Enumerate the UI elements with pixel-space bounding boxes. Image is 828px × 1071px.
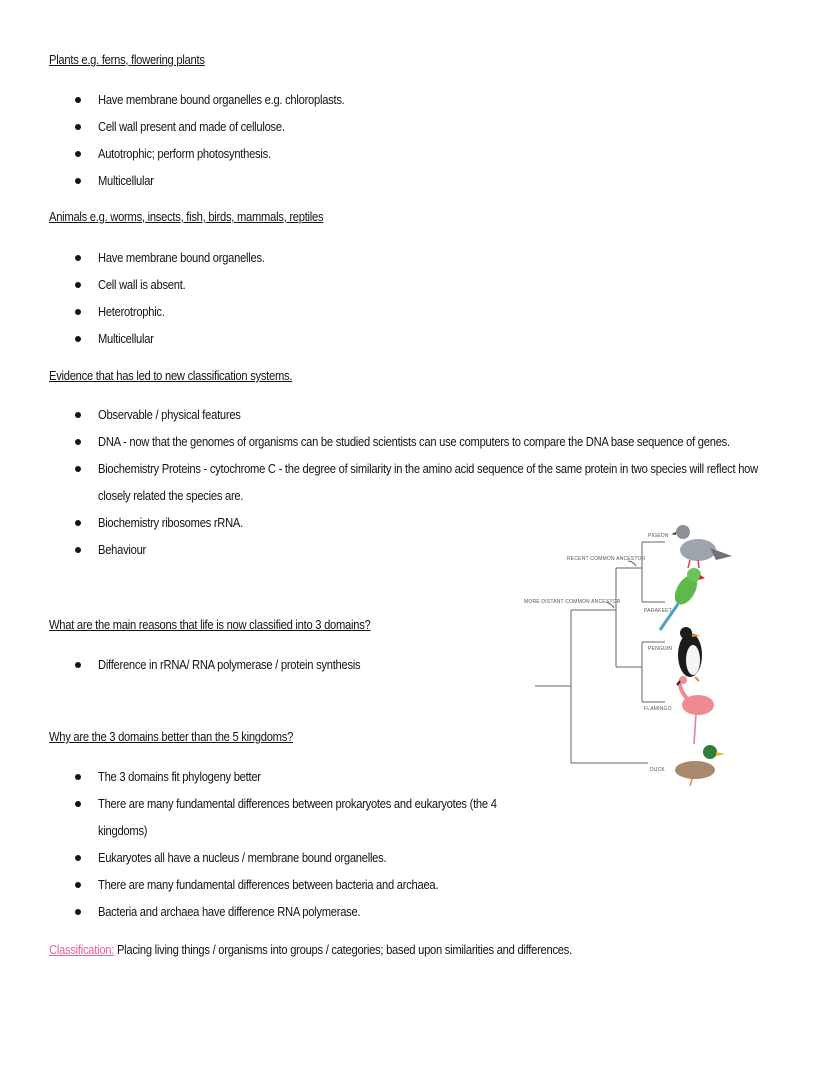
- bird-label-penguin: PENGUIN: [648, 646, 672, 652]
- list-item: Have membrane bound organelles.: [0, 244, 292, 271]
- better-list: The 3 domains fit phylogeny better There…: [0, 763, 562, 925]
- list-item-continued: closely related the species are.: [98, 488, 244, 503]
- reasons-list: Difference in rRNA/ RNA polymerase / pro…: [0, 651, 403, 678]
- classification-definition: Classification: Placing living things / …: [49, 942, 572, 957]
- penguin-illustration: [678, 627, 702, 682]
- list-item: There are many fundamental differences b…: [0, 871, 562, 898]
- bird-label-pigeon: PIGEON: [648, 533, 669, 539]
- definition-term: Classification:: [49, 942, 115, 957]
- list-item: The 3 domains fit phylogeny better: [0, 763, 562, 790]
- bird-label-parakeet: PARAKEET: [644, 608, 672, 614]
- plants-heading: Plants e.g. ferns, flowering plants: [49, 52, 205, 67]
- tree-branches: [535, 541, 665, 764]
- list-item: Heterotrophic.: [0, 298, 292, 325]
- list-item: Autotrophic; perform photosynthesis.: [0, 140, 385, 167]
- phylogenetic-tree: RECENT COMMON ANCESTOR MORE DISTANT COMM…: [524, 525, 732, 787]
- bird-label-flamingo: FLAMINGO: [644, 706, 672, 712]
- list-item: Biochemistry Proteins - cytochrome C - t…: [0, 455, 828, 482]
- duck-illustration: [675, 745, 725, 787]
- pigeon-illustration: [671, 525, 732, 569]
- flamingo-illustration: [676, 676, 714, 745]
- distant-ancestor-label: MORE DISTANT COMMON ANCESTOR: [524, 599, 621, 605]
- evidence-heading: Evidence that has led to new classificat…: [49, 368, 293, 383]
- list-item: Observable / physical features: [0, 401, 828, 428]
- parakeet-illustration: [658, 568, 705, 631]
- list-item: Cell wall is absent.: [0, 271, 292, 298]
- list-item: Difference in rRNA/ RNA polymerase / pro…: [0, 651, 403, 678]
- list-item: Eukaryotes all have a nucleus / membrane…: [0, 844, 562, 871]
- list-item: Bacteria and archaea have difference RNA…: [0, 898, 562, 925]
- bird-label-duck: DUCK: [650, 767, 665, 773]
- animals-heading: Animals e.g. worms, insects, fish, birds…: [49, 209, 324, 224]
- definition-text: Placing living things / organisms into g…: [114, 942, 572, 957]
- animals-list: Have membrane bound organelles. Cell wal…: [0, 244, 292, 352]
- list-item: Biochemistry ribosomes rRNA.: [0, 509, 828, 536]
- plants-list: Have membrane bound organelles e.g. chlo…: [0, 86, 385, 194]
- list-item: DNA - now that the genomes of organisms …: [0, 428, 828, 455]
- reasons-heading: What are the main reasons that life is n…: [49, 617, 371, 632]
- list-item: Have membrane bound organelles e.g. chlo…: [0, 86, 385, 113]
- list-item: Cell wall present and made of cellulose.: [0, 113, 385, 140]
- list-item: There are many fundamental differences b…: [0, 790, 562, 817]
- list-item-continued: kingdoms): [98, 823, 148, 838]
- better-heading: Why are the 3 domains better than the 5 …: [49, 729, 294, 744]
- recent-ancestor-label: RECENT COMMON ANCESTOR: [567, 556, 646, 562]
- list-item: Behaviour: [0, 536, 828, 563]
- list-item: Multicellular: [0, 325, 292, 352]
- evidence-list: Observable / physical features DNA - now…: [0, 401, 828, 563]
- list-item: Multicellular: [0, 167, 385, 194]
